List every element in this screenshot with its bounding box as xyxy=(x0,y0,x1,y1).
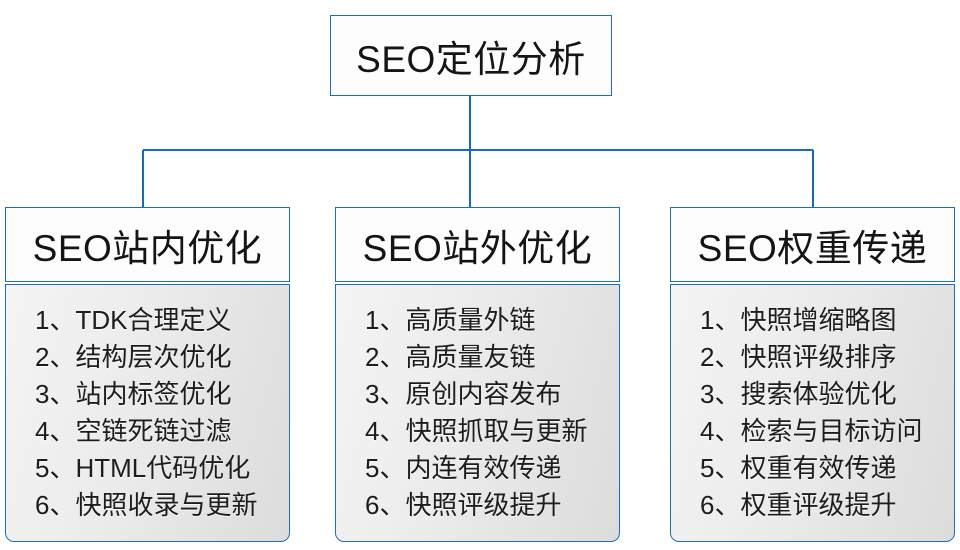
branch-column-2: SEO站外优化 1、高质量外链 2、高质量友链 3、原创内容发布 4、快照抓取与… xyxy=(335,207,620,542)
list-item: 3、原创内容发布 xyxy=(365,379,562,409)
branch-header-label-1: SEO站内优化 xyxy=(32,227,263,269)
list-item: 4、检索与目标访问 xyxy=(700,416,923,446)
branch-column-3: SEO权重传递 1、快照增缩略图 2、快照评级排序 3、搜索体验优化 4、检索与… xyxy=(670,207,955,542)
list-item: 1、高质量外链 xyxy=(365,305,536,335)
list-item: 2、高质量友链 xyxy=(365,342,536,372)
list-item: 3、站内标签优化 xyxy=(35,379,232,409)
branch-item-list-1: 1、TDK合理定义 2、结构层次优化 3、站内标签优化 4、空链死链过滤 5、H… xyxy=(35,302,289,524)
list-item: 5、HTML代码优化 xyxy=(35,453,251,483)
branch-body-1: 1、TDK合理定义 2、结构层次优化 3、站内标签优化 4、空链死链过滤 5、H… xyxy=(5,284,290,542)
branch-header-label-2: SEO站外优化 xyxy=(362,227,593,269)
branch-header-1[interactable]: SEO站内优化 xyxy=(5,207,290,282)
list-item: 2、快照评级排序 xyxy=(700,342,897,372)
list-item: 5、权重有效传递 xyxy=(700,453,897,483)
list-item: 6、权重评级提升 xyxy=(700,490,897,520)
list-item: 4、空链死链过滤 xyxy=(35,416,232,446)
branch-column-1: SEO站内优化 1、TDK合理定义 2、结构层次优化 3、站内标签优化 4、空链… xyxy=(5,207,290,542)
list-item: 2、结构层次优化 xyxy=(35,342,232,372)
list-item: 6、快照收录与更新 xyxy=(35,490,258,520)
branch-body-2: 1、高质量外链 2、高质量友链 3、原创内容发布 4、快照抓取与更新 5、内连有… xyxy=(335,284,620,542)
list-item: 3、搜索体验优化 xyxy=(700,379,897,409)
branch-header-3[interactable]: SEO权重传递 xyxy=(670,207,955,282)
list-item: 1、快照增缩略图 xyxy=(700,305,897,335)
list-item: 1、TDK合理定义 xyxy=(35,305,232,335)
list-item: 6、快照评级提升 xyxy=(365,490,562,520)
branch-header-label-3: SEO权重传递 xyxy=(697,227,928,269)
branch-body-3: 1、快照增缩略图 2、快照评级排序 3、搜索体验优化 4、检索与目标访问 5、权… xyxy=(670,284,955,542)
list-item: 5、内连有效传递 xyxy=(365,453,562,483)
branch-item-list-2: 1、高质量外链 2、高质量友链 3、原创内容发布 4、快照抓取与更新 5、内连有… xyxy=(365,302,619,524)
branch-header-2[interactable]: SEO站外优化 xyxy=(335,207,620,282)
root-node[interactable]: SEO定位分析 xyxy=(330,15,612,96)
branch-item-list-3: 1、快照增缩略图 2、快照评级排序 3、搜索体验优化 4、检索与目标访问 5、权… xyxy=(700,302,954,524)
root-node-label: SEO定位分析 xyxy=(356,38,586,80)
list-item: 4、快照抓取与更新 xyxy=(365,416,588,446)
